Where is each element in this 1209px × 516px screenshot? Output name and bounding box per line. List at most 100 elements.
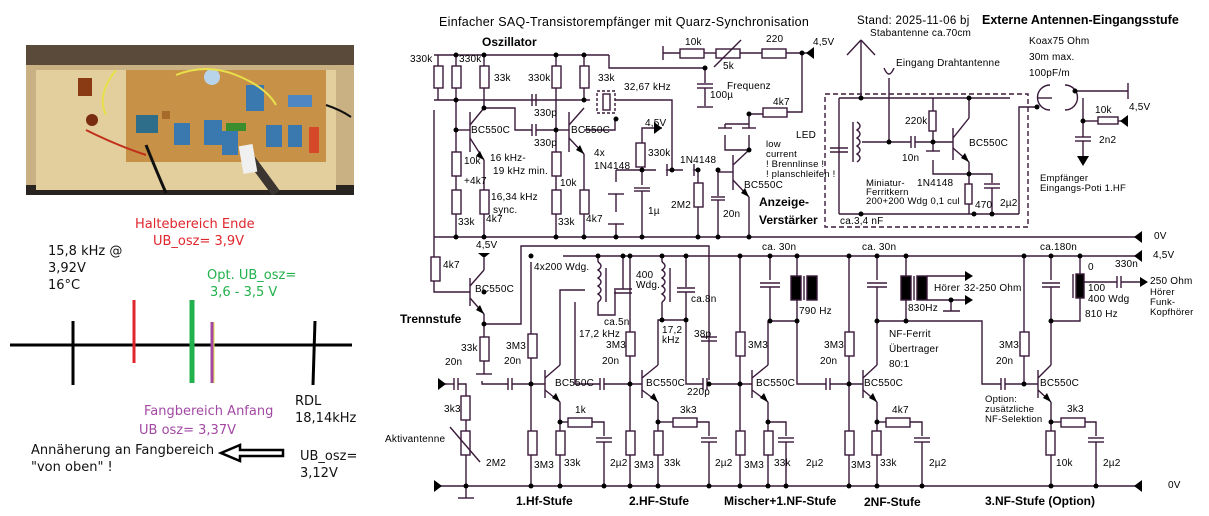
resistor — [551, 151, 562, 177]
label-r10k-b: 10k — [560, 178, 577, 189]
label-t-hf1: BC550C — [555, 378, 594, 389]
label-1n4148: 1N4148 — [680, 155, 717, 166]
value-line: 4x — [594, 148, 605, 159]
coax-line: Koax75 Ohm — [1029, 36, 1090, 47]
rail-4v5-label: 4,5V — [1153, 250, 1175, 261]
value-line: 17,2 — [662, 325, 683, 336]
label-r3m3-b2: 3M3 — [634, 460, 655, 471]
label-t-nf2: BC550C — [864, 378, 903, 389]
value-line: Kopfhörer — [1150, 307, 1194, 318]
value-line: 200+200 Wdg 0,1 cul — [866, 196, 960, 207]
value-line: Wdg. — [636, 280, 661, 291]
label-tap-0: 0 — [1088, 262, 1094, 273]
tick-rdl — [311, 320, 317, 386]
resistor — [460, 395, 471, 421]
label-c8n: ca.8n — [691, 294, 717, 305]
label-4v5-a: 4,5V — [645, 118, 667, 129]
resistor — [964, 183, 973, 205]
value-line: sync. — [493, 205, 518, 216]
label-r2m2: 2M2 — [671, 200, 692, 211]
note-line: 18,14kHz — [295, 411, 357, 426]
label-c2u2-b1: 2µ2 — [610, 458, 628, 469]
label-r3m3-3: 3M3 — [748, 340, 769, 351]
label-pot-2m2: 2M2 — [486, 458, 507, 469]
resistor — [928, 110, 937, 132]
label-r3k3-nf3: 3k3 — [1067, 404, 1084, 415]
note-line: UB osz= 3,37V — [139, 423, 236, 438]
label-r4k7-b: 4k7 — [586, 214, 603, 225]
resistor — [479, 336, 490, 362]
label-c2n2: 2n2 — [1099, 135, 1117, 146]
label-pot5k: 5k — [723, 61, 734, 72]
resistor — [885, 417, 911, 428]
coax-line: 30m max. — [1029, 52, 1075, 63]
arrow-left-icon — [218, 443, 285, 463]
resistor — [579, 65, 590, 89]
value-line: 80:1 — [889, 359, 910, 370]
value-line: ! Brennlinse ! — [766, 159, 825, 170]
value-line: Hörer — [1150, 287, 1175, 298]
note-rdl-ub: UB_osz= 3,12V — [300, 448, 357, 482]
note-haltebereich: Haltebereich Ende UB_osz= 3,9V — [135, 216, 255, 250]
rod-antenna-label: Stabantenne ca.70cm — [870, 28, 972, 39]
resistor — [653, 430, 664, 456]
label-t-trenn: BC550C — [475, 284, 514, 295]
label-r3m3-5: 3M3 — [999, 340, 1020, 351]
label-c330p-a: 330p — [534, 108, 558, 119]
label-headphone: Hörer Funk- Kopfhörer — [1150, 288, 1194, 318]
label-4x-diodes: 4x 1N4148 — [594, 147, 630, 173]
label-r470: 470 — [975, 200, 993, 211]
section-line: Verstärker — [759, 213, 818, 227]
note-freq-point: 15,8 kHz @ 3,92V 16°C — [48, 243, 122, 294]
label-4v5-top: 4,5V — [813, 37, 835, 48]
label-r33k-trenn: 33k — [461, 343, 478, 354]
label-r330k-a: 330k — [410, 54, 433, 65]
value-line: NF-Ferrit — [889, 329, 931, 340]
label-r330k-c: 330k — [528, 73, 551, 84]
label-c2u2-b3: 2µ2 — [806, 458, 824, 469]
value-line: current — [766, 149, 797, 160]
resistor — [567, 417, 593, 428]
resistor — [1060, 417, 1086, 428]
label-c10n: 10n — [902, 153, 920, 164]
resistor — [693, 182, 704, 208]
label-output-250ohm: 250 Ohm — [1150, 276, 1193, 287]
resistor — [555, 430, 566, 456]
value-line: 400 — [636, 270, 654, 281]
note-line: RDL — [295, 394, 322, 409]
value-line: zusätzliche — [985, 404, 1035, 415]
label-c3n4: ca.3,4 nF — [840, 216, 884, 227]
label-c20n-3: 20n — [820, 356, 838, 367]
voltage-axis-diagram — [10, 300, 352, 386]
resistor — [871, 430, 882, 456]
resistor — [625, 430, 636, 456]
label-c30n-b: ca. 30n — [862, 242, 897, 253]
label-r3m3-1: 3M3 — [506, 341, 527, 352]
label-c38p: 38p — [694, 329, 712, 340]
note-line: 15,8 kHz @ — [48, 244, 123, 259]
label-830hz: 830Hz — [908, 303, 938, 314]
resistor — [735, 430, 746, 456]
value-line: Funk- — [1150, 297, 1176, 308]
resistor — [1045, 430, 1056, 456]
value-line: NF-Selektion — [985, 414, 1043, 425]
section-oszillator: Oszillator — [482, 35, 537, 49]
note-line: UB_osz= — [300, 449, 358, 464]
label-r10k-top: 10k — [685, 37, 702, 48]
value-line: kHz — [662, 335, 680, 346]
wire-antenna-label: Eingang Drahtantenne — [896, 58, 1001, 69]
value-line: 16 kHz- — [490, 153, 526, 164]
value-line: Option: — [985, 394, 1018, 405]
resistor — [579, 189, 590, 215]
label-c30n-a: ca. 30n — [762, 242, 797, 253]
potentiometer — [460, 430, 471, 456]
schematic-title: Einfacher SAQ-Transistorempfänger mit Qu… — [439, 15, 810, 29]
label-receiver-input: Empfänger Eingangs-Poti 1.HF — [1040, 174, 1126, 194]
label-c20n-2: 20n — [602, 356, 620, 367]
label-c330p-b: 330p — [534, 138, 558, 149]
label-400wdg: 400 Wdg — [1088, 294, 1130, 305]
label-r1k: 1k — [575, 405, 586, 416]
photo-illustration — [26, 45, 354, 195]
label-17-2khz-a: 17,2 kHz — [579, 329, 621, 340]
